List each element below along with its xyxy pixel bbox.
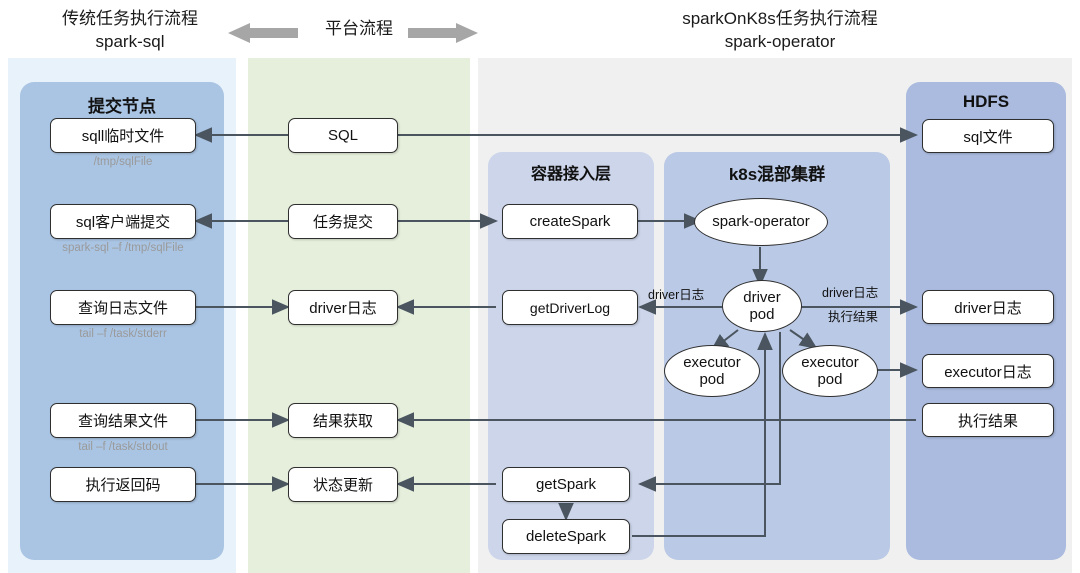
edge-label-driver-log-right: driver日志	[822, 286, 879, 300]
node-spark-operator[interactable]: spark-operator	[694, 198, 828, 246]
node-delete-spark[interactable]: deleteSpark	[502, 519, 630, 554]
arrow-left-icon	[228, 22, 298, 44]
sub-sql-temp-file: /tmp/sqlFile	[93, 156, 153, 168]
node-create-spark[interactable]: createSpark	[502, 204, 638, 239]
node-task-submit[interactable]: 任务提交	[288, 204, 398, 239]
node-sql-temp-file[interactable]: sqll临时文件	[50, 118, 196, 153]
node-driver-pod[interactable]: driver pod	[722, 280, 802, 332]
node-executor-pod-1[interactable]: executor pod	[664, 345, 760, 397]
node-query-result-file[interactable]: 查询结果文件	[50, 403, 196, 438]
node-hdfs-sql-file[interactable]: sql文件	[922, 119, 1054, 153]
header-traditional-flow: 传统任务执行流程 spark-sql	[62, 9, 198, 51]
node-get-driver-log[interactable]: getDriverLog	[502, 290, 638, 325]
node-result-fetch[interactable]: 结果获取	[288, 403, 398, 438]
node-status-update[interactable]: 状态更新	[288, 467, 398, 502]
header-platform-flow: 平台流程	[325, 19, 393, 38]
node-exit-code[interactable]: 执行返回码	[50, 467, 196, 502]
arrow-right-icon	[408, 22, 478, 44]
node-get-spark[interactable]: getSpark	[502, 467, 630, 502]
node-hdfs-executor-log[interactable]: executor日志	[922, 354, 1054, 388]
node-driver-log[interactable]: driver日志	[288, 290, 398, 325]
node-hdfs-exec-result[interactable]: 执行结果	[922, 403, 1054, 437]
node-sql-client-submit[interactable]: sql客户端提交	[50, 204, 196, 239]
sub-sql-client-submit: spark-sql –f /tmp/sqlFile	[62, 242, 184, 254]
header-sparkonk8s-flow: sparkOnK8s任务执行流程 spark-operator	[682, 9, 878, 51]
node-query-log-file[interactable]: 查询日志文件	[50, 290, 196, 325]
sub-query-log-file: tail –f /task/stderr	[79, 328, 167, 340]
sub-query-result-file: tail –f /task/stdout	[78, 441, 168, 453]
panel-access-title: 容器接入层	[530, 166, 611, 183]
panel-k8s-title: k8s混部集群	[728, 165, 826, 184]
node-executor-pod-2[interactable]: executor pod	[782, 345, 878, 397]
panel-hdfs-title: HDFS	[962, 92, 1010, 111]
node-sql[interactable]: SQL	[288, 118, 398, 153]
panel-submit-title: 提交节点	[88, 97, 156, 116]
edge-label-driver-log-left: driver日志	[648, 288, 705, 302]
edge-label-exec-result: 执行结果	[828, 310, 879, 324]
node-hdfs-driver-log[interactable]: driver日志	[922, 290, 1054, 324]
